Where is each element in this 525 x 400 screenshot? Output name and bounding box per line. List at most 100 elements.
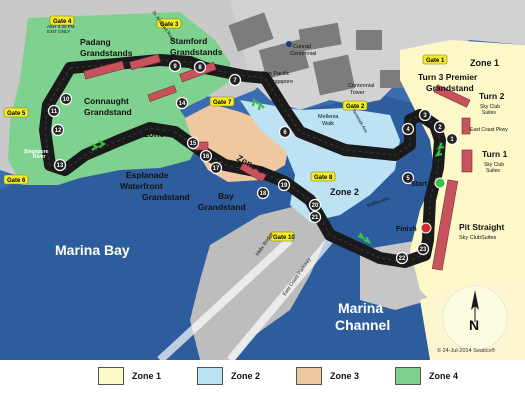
label-turn1: Turn 1 xyxy=(482,149,508,159)
turn-number: 4 xyxy=(406,127,410,133)
zone-2-label: Zone 2 xyxy=(330,187,359,197)
turn-9-marker: 9 xyxy=(168,59,182,73)
gate-3-marker: Gate 5 xyxy=(3,107,29,118)
label-start: Start xyxy=(411,181,428,188)
direction-arrows xyxy=(91,97,445,245)
label-turn2-sub2: Suites xyxy=(482,110,496,116)
turn-number: 5 xyxy=(406,176,410,182)
label-pit-straight: Pit Straight xyxy=(459,222,505,232)
turn-number: 13 xyxy=(57,163,64,169)
label-connaught-1: Connaught xyxy=(84,96,129,106)
compass-rose xyxy=(442,285,508,351)
gate-5-marker: Gate 7 xyxy=(209,96,235,107)
turn-17-marker: 17 xyxy=(209,161,223,175)
gate-label: Gate 2 xyxy=(346,104,365,110)
copyright: © 24-Jul-2014 Seatics® xyxy=(437,347,495,354)
legend-swatch xyxy=(395,367,422,385)
turn-number: 6 xyxy=(283,130,287,136)
legend: Zone 1 Zone 2 Zone 3 Zone 4 xyxy=(0,360,525,400)
legend-label: Zone 2 xyxy=(231,371,261,381)
label-bay-1: Bay xyxy=(218,191,234,201)
turn-2-marker: 2 xyxy=(433,120,447,134)
label-turn3-2: Grandstand xyxy=(426,83,474,93)
turn-5-marker: 5 xyxy=(401,171,415,185)
gate-label: Gate 1 xyxy=(426,58,445,64)
finish-marker xyxy=(420,222,432,234)
turn-number: 19 xyxy=(281,183,288,189)
legend-label: Zone 1 xyxy=(132,371,162,381)
label-gate4-note-2: EXIT ONLY xyxy=(47,29,70,34)
bridges xyxy=(157,237,334,363)
gate-label: Gate 3 xyxy=(160,22,179,28)
turn-number: 22 xyxy=(399,256,406,262)
label-finish: Finish xyxy=(396,226,417,233)
legend-swatch xyxy=(296,367,323,385)
label-singapore-river-1: Singapore xyxy=(24,149,49,155)
turn-4-marker: 4 xyxy=(401,122,415,136)
conrad-icon xyxy=(286,41,292,47)
compass-north-label: N xyxy=(469,317,479,333)
label-centennial-2: Tower xyxy=(350,90,365,96)
turn-number: 12 xyxy=(55,128,62,134)
turn-number: 15 xyxy=(190,141,197,147)
gate-2-marker: Gate 3 xyxy=(156,18,182,29)
label-esplanade-3: Grandstand xyxy=(142,192,190,202)
turn-19-marker: 19 xyxy=(277,178,291,192)
turn-number: 14 xyxy=(179,101,186,107)
turn-21-marker: 21 xyxy=(308,210,322,224)
start-marker xyxy=(434,177,446,189)
turn-1-marker: 1 xyxy=(445,132,459,146)
label-stamford-2: Grandstands xyxy=(170,47,223,57)
legend-item-zone-1: Zone 1 xyxy=(98,367,161,385)
label-turn1-sub1: Sky Club xyxy=(484,162,504,168)
land-marina xyxy=(230,0,525,110)
label-padang-1: Padang xyxy=(80,37,111,47)
turn-number: 8 xyxy=(198,65,202,71)
turn-number: 7 xyxy=(233,78,237,84)
label-turn2: Turn 2 xyxy=(479,91,505,101)
gate-label: Gate 10 xyxy=(273,235,295,241)
turn-6-marker: 6 xyxy=(278,125,292,139)
turn-22-marker: 22 xyxy=(395,251,409,265)
zone-4-label: Zone 4 xyxy=(143,129,172,139)
turn-number: 17 xyxy=(213,166,220,172)
label-singapore-river-2: River xyxy=(33,154,46,160)
turn-number: 21 xyxy=(312,215,319,221)
label-conrad-1: Conrad xyxy=(293,44,311,50)
track-centerline xyxy=(44,59,441,263)
turn-10-marker: 10 xyxy=(59,92,73,106)
turn-8-marker: 8 xyxy=(193,60,207,74)
label-marina-channel-1: Marina xyxy=(338,300,383,316)
turn-12-marker: 12 xyxy=(51,123,65,137)
label-pan-pacific-2: Singapore xyxy=(268,79,293,85)
label-esplanade-2: Waterfront xyxy=(120,181,163,191)
label-padang-2: Grandstands xyxy=(80,48,133,58)
turn-number: 9 xyxy=(173,64,177,70)
gate-label: Gate 4 xyxy=(53,19,72,25)
turn-16-marker: 16 xyxy=(199,149,213,163)
turn-3-marker: 3 xyxy=(418,108,432,122)
legend-label: Zone 4 xyxy=(429,371,459,381)
turn-23-marker: 23 xyxy=(416,242,430,256)
land-bay xyxy=(190,205,330,360)
gate-6-marker: Gate 2 xyxy=(342,100,368,111)
gate-8-marker: Gate 8 xyxy=(310,171,336,182)
turn-number: 1 xyxy=(450,137,454,143)
turn-18-marker: 18 xyxy=(256,186,270,200)
legend-item-zone-2: Zone 2 xyxy=(197,367,260,385)
turn-number: 23 xyxy=(420,247,427,253)
legend-swatch xyxy=(197,367,224,385)
turn-number: 16 xyxy=(203,154,210,160)
gate-label: Gate 7 xyxy=(213,100,232,106)
turn-number: 20 xyxy=(312,203,319,209)
turn-number: 11 xyxy=(51,109,58,115)
legend-label: Zone 3 xyxy=(330,371,360,381)
gate-9-marker: Gate 10 xyxy=(269,231,295,242)
label-millenia-2: Walk xyxy=(322,121,334,127)
gate-7-marker: Gate 1 xyxy=(422,54,448,65)
turn-14-marker: 14 xyxy=(175,96,189,110)
zone-1-label: Zone 1 xyxy=(470,58,499,68)
